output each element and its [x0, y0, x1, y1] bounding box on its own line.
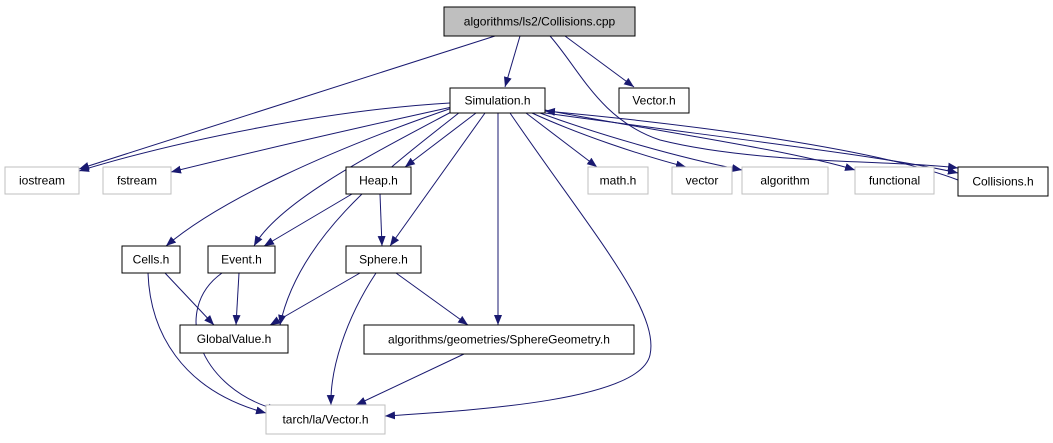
- node-box-event: [207, 245, 276, 274]
- node-label-root: algorithms/ls2/Collisions.cpp: [464, 15, 616, 29]
- node-collisions_h[interactable]: Collisions.h: [957, 166, 1049, 197]
- node-iostream: iostream: [4, 166, 80, 195]
- node-box-iostream: [4, 166, 80, 195]
- node-label-globalvalue: GlobalValue.h: [197, 332, 272, 346]
- node-tarch_vector: tarch/la/Vector.h: [265, 404, 386, 435]
- node-label-math: math.h: [600, 174, 637, 188]
- node-label-vector: vector: [686, 174, 719, 188]
- node-label-fstream: fstream: [117, 174, 157, 188]
- node-label-collisions_h: Collisions.h: [972, 175, 1033, 189]
- edge-simulation-to-functional: [544, 109, 856, 171]
- node-box-simulation: [449, 87, 546, 114]
- edge-root-to-vector_top: [564, 35, 635, 88]
- edge-simulation-to-sphere: [389, 112, 486, 247]
- node-label-cells: Cells.h: [133, 253, 170, 267]
- node-label-simulation: Simulation.h: [464, 94, 530, 108]
- node-math: math.h: [587, 166, 649, 195]
- node-label-vector_top: Vector.h: [632, 94, 675, 108]
- edge-simulation-to-globalvalue: [278, 111, 461, 326]
- node-label-algorithm: algorithm: [760, 174, 809, 188]
- edge-root-to-simulation: [503, 35, 521, 88]
- node-label-event: Event.h: [221, 253, 262, 267]
- edge-root-to-iostream: [78, 35, 496, 170]
- node-spheregeom[interactable]: algorithms/geometries/SphereGeometry.h: [363, 324, 635, 355]
- node-box-collisions_h: [957, 166, 1049, 197]
- edge-sphere-to-spheregeom: [395, 272, 469, 326]
- edge-heap-to-sphere: [377, 193, 386, 247]
- node-box-sphere: [345, 245, 422, 274]
- edge-sphere-to-tarch_vector: [326, 272, 377, 406]
- edge-heap-to-event: [263, 193, 353, 247]
- edge-cells-to-globalvalue: [164, 272, 215, 326]
- node-simulation[interactable]: Simulation.h: [449, 87, 546, 114]
- edge-simulation-to-tarch_vector: [384, 112, 652, 420]
- node-functional: functional: [854, 166, 935, 195]
- node-box-root: [443, 6, 636, 37]
- node-box-fstream: [102, 166, 172, 195]
- node-box-vector_top: [618, 87, 690, 114]
- node-box-tarch_vector: [265, 404, 386, 435]
- node-event[interactable]: Event.h: [207, 245, 276, 274]
- edge-cells-to-tarch_vector: [147, 272, 267, 415]
- node-label-iostream: iostream: [19, 174, 65, 188]
- edge-simulation-to-collisions_h: [544, 112, 959, 175]
- node-box-math: [587, 166, 649, 195]
- node-box-heap: [345, 166, 412, 195]
- edge-simulation-to-math: [525, 112, 598, 168]
- node-fstream: fstream: [102, 166, 172, 195]
- node-label-tarch_vector: tarch/la/Vector.h: [282, 413, 368, 427]
- node-box-vector: [671, 166, 733, 195]
- node-sphere[interactable]: Sphere.h: [345, 245, 422, 274]
- edge-spheregeom-to-tarch_vector: [355, 353, 465, 406]
- node-vector: vector: [671, 166, 733, 195]
- edge-simulation-to-fstream: [170, 106, 453, 174]
- node-label-functional: functional: [869, 174, 920, 188]
- edge-simulation-to-cells: [165, 107, 453, 247]
- node-vector_top[interactable]: Vector.h: [618, 87, 690, 114]
- node-root[interactable]: algorithms/ls2/Collisions.cpp: [443, 6, 636, 37]
- node-algorithm: algorithm: [741, 166, 829, 195]
- node-label-spheregeom: algorithms/geometries/SphereGeometry.h: [388, 333, 610, 347]
- node-label-sphere: Sphere.h: [359, 253, 408, 267]
- node-heap[interactable]: Heap.h: [345, 166, 412, 195]
- node-box-globalvalue: [179, 324, 289, 354]
- edge-simulation-to-algorithm: [539, 112, 743, 173]
- nodes-layer: algorithms/ls2/Collisions.cppSimulation.…: [4, 6, 1049, 435]
- edge-simulation-to-vector: [531, 112, 687, 169]
- node-box-cells: [121, 245, 181, 274]
- node-globalvalue[interactable]: GlobalValue.h: [179, 324, 289, 354]
- node-box-algorithm: [741, 166, 829, 195]
- edge-event-to-globalvalue: [232, 272, 241, 326]
- node-box-functional: [854, 166, 935, 195]
- node-label-heap: Heap.h: [359, 174, 398, 188]
- edge-sphere-to-globalvalue: [269, 272, 361, 326]
- edge-simulation-to-iostream: [78, 102, 451, 172]
- edge-simulation-to-heap: [404, 112, 477, 168]
- node-cells[interactable]: Cells.h: [121, 245, 181, 274]
- edge-simulation-to-event: [253, 109, 456, 247]
- node-box-spheregeom: [363, 324, 635, 355]
- edge-root-to-collisions_h: [549, 35, 959, 171]
